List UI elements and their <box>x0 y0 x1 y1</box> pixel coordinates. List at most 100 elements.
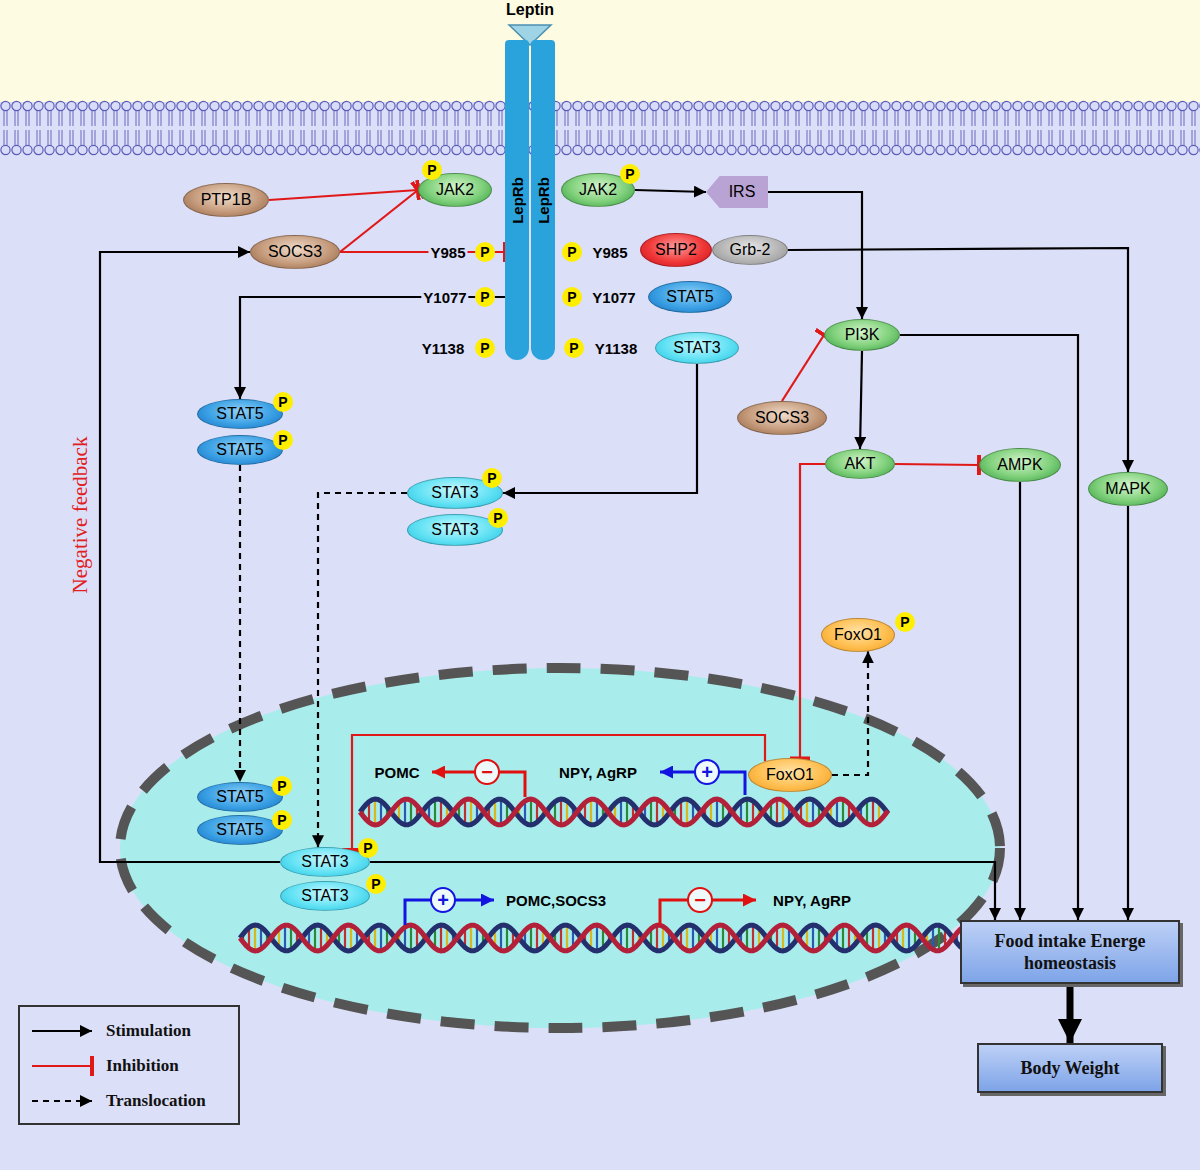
node-text: STAT5 <box>216 821 263 839</box>
node-text: MAPK <box>1105 480 1150 498</box>
dna-strand <box>240 925 969 951</box>
dna-rung <box>374 799 376 825</box>
phospho-badge: P <box>272 776 292 796</box>
plus-sign: + <box>437 890 449 910</box>
stimulation-connector <box>1019 482 1021 920</box>
stimulation-connector <box>503 364 697 493</box>
phospho-badge: P <box>564 338 584 358</box>
node-text: JAK2 <box>436 181 474 199</box>
node-text: STAT5 <box>216 441 263 459</box>
node-text: SOCS3 <box>755 409 809 427</box>
phospho-badge: P <box>482 468 502 488</box>
dna-rung <box>842 799 844 824</box>
outcome-box: Food intake Energe homeostasis <box>960 920 1180 984</box>
dna-rung <box>872 925 874 950</box>
inhibition-connector <box>800 464 825 758</box>
translocation-connector <box>832 651 868 775</box>
feedback-label: Negative feedback <box>68 437 93 594</box>
node-text: FoxO1 <box>834 626 882 644</box>
minus-circle <box>475 760 499 784</box>
site-label: Y1077 <box>421 289 468 306</box>
dna-rung <box>440 925 442 951</box>
dna-rung <box>752 925 754 951</box>
dna-rung <box>350 925 352 950</box>
dna-rung <box>344 926 346 950</box>
dna-rung <box>560 799 562 825</box>
dna-rung <box>434 799 436 824</box>
node-text: Grb-2 <box>730 241 771 259</box>
node-text: STAT5 <box>666 288 713 306</box>
stimulation-connector <box>100 252 280 862</box>
dna-rung <box>836 800 838 824</box>
inhibition-connector <box>895 464 979 465</box>
dna-rung <box>782 925 784 951</box>
stimulation-connector <box>370 862 995 920</box>
dna-rung <box>500 799 502 825</box>
legend-sample <box>28 1021 98 1041</box>
inhibition-connector <box>340 190 418 252</box>
dna-rung <box>716 799 718 825</box>
node-text: STAT3 <box>301 853 348 871</box>
stat-oval: STAT3 <box>280 881 370 911</box>
dna-rung <box>470 925 472 951</box>
minus-circle <box>688 888 712 912</box>
legend-box: StimulationInhibitionTranslocation <box>18 1005 240 1125</box>
inhibition-connector <box>782 335 824 401</box>
node-text: AMPK <box>997 456 1042 474</box>
dna-rung <box>686 799 688 825</box>
gene-name: NPY, AgRP <box>559 764 637 781</box>
cell-membrane <box>0 100 1200 156</box>
legend-row: Inhibition <box>28 1048 230 1083</box>
stat-oval: STAT5 <box>197 782 283 812</box>
stimulation-connector <box>240 297 505 399</box>
stat-oval: STAT3 <box>655 332 739 364</box>
factor-oval: FoxO1 <box>821 618 895 652</box>
stat-oval: STAT5 <box>197 435 283 465</box>
stimulation-connector <box>635 190 706 192</box>
phospho-badge: P <box>475 287 495 307</box>
plus-circle <box>695 760 719 784</box>
dna-rung <box>620 799 622 824</box>
dna-strand <box>360 799 888 825</box>
dna-rung <box>590 799 592 825</box>
site-label: Y1138 <box>593 340 640 357</box>
dna-rung <box>404 799 406 825</box>
node-text: JAK2 <box>579 181 617 199</box>
protein-oval: SHP2 <box>640 233 712 267</box>
legend-row: Translocation <box>28 1083 230 1118</box>
stimulation-connector <box>1127 506 1129 920</box>
legend-row: Stimulation <box>28 1013 230 1048</box>
kinase-oval: AKT <box>825 449 895 479</box>
kinase-oval: MAPK <box>1088 472 1168 506</box>
gene-name: POMC <box>375 764 420 781</box>
stat-oval: STAT5 <box>197 815 283 845</box>
phospho-badge: P <box>273 392 293 412</box>
dna-rung <box>716 926 718 950</box>
dna-rung <box>626 925 628 951</box>
dna-rung <box>722 925 724 950</box>
node-text: Food intake Energe homeostasis <box>970 930 1170 974</box>
dna-rung <box>938 925 940 951</box>
dna-rung <box>746 799 748 825</box>
phospho-badge: P <box>895 612 915 632</box>
phospho-badge: P <box>273 430 293 450</box>
node-text: STAT3 <box>301 887 348 905</box>
node-text: STAT5 <box>216 405 263 423</box>
protein-oval: SOCS3 <box>250 235 340 269</box>
dna-rung <box>812 925 814 951</box>
node-text: IRS <box>729 183 756 201</box>
node-text: SOCS3 <box>268 243 322 261</box>
stimulation-connector <box>860 351 862 449</box>
protein-oval: Grb-2 <box>712 235 788 265</box>
node-text: STAT3 <box>431 521 478 539</box>
dna-rung <box>842 925 844 951</box>
dna-rung <box>284 925 286 951</box>
node-text: STAT3 <box>431 484 478 502</box>
dna-rung <box>470 799 472 824</box>
phospho-badge: P <box>422 160 442 180</box>
site-label: Y1138 <box>420 340 467 357</box>
phospho-badge: P <box>562 242 582 262</box>
node-text: FoxO1 <box>766 766 814 784</box>
node-text: AKT <box>844 455 875 473</box>
